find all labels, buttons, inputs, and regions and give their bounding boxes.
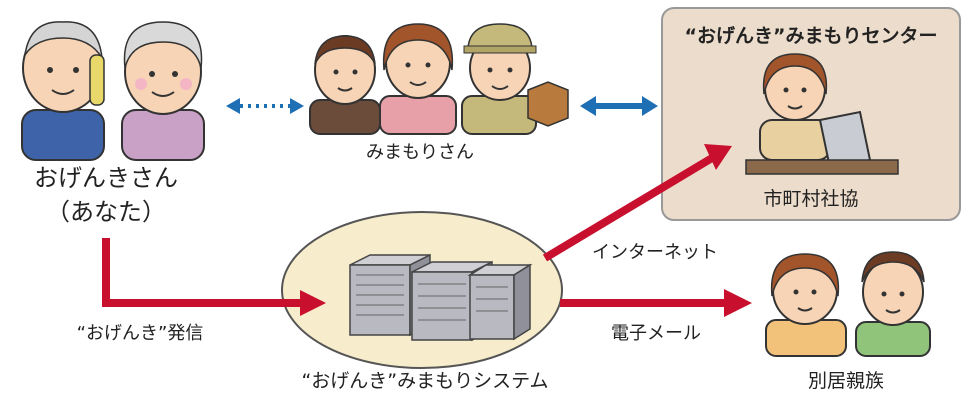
family-icon (765, 251, 931, 357)
user-name-label: おげんきさん (34, 164, 178, 192)
send-label: “おげんき”発信 (77, 323, 204, 344)
user-sub-label: （あなた） (46, 198, 166, 226)
operator-icon (745, 53, 899, 175)
dotted-link-arrow (226, 98, 304, 114)
email-arrow (560, 289, 752, 317)
elderly-couple-icon (21, 21, 205, 161)
center-title: “おげんき”みまもりセンター (685, 25, 938, 47)
internet-label: インターネット (592, 242, 718, 263)
email-label: 電子メール (611, 323, 701, 344)
send-arrow (102, 238, 326, 316)
watchers-label: みまもりさん (366, 142, 474, 163)
family-label: 別居親族 (808, 370, 884, 392)
center-label: 市町村社協 (763, 188, 858, 210)
watchers-group-icon (309, 23, 569, 135)
center-link-arrow (580, 96, 658, 116)
system-label: “おげんき”みまもりシステム (301, 370, 548, 392)
server-rack-icon (349, 253, 533, 342)
internet-arrow (542, 144, 732, 262)
